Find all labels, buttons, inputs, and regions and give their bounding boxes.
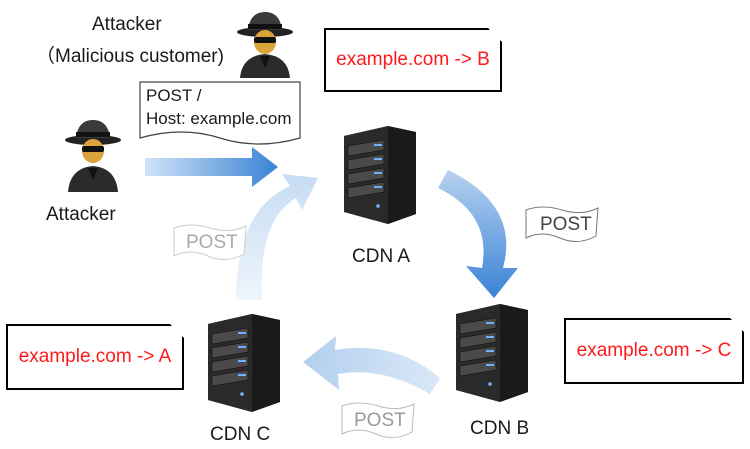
arrow-c-to-a: [236, 174, 318, 300]
cdn-b-config-text: example.com -> C: [576, 340, 732, 361]
post-flag-c-to-a-label: POST: [186, 232, 238, 253]
attacker-top-icon: [237, 12, 293, 78]
post-flag-b-to-c-icon: [341, 402, 415, 438]
attacker-left-label: Attacker: [46, 204, 116, 225]
attack-arrow: [145, 147, 278, 187]
post-flag-c-to-a-icon: [173, 224, 247, 260]
cdn-c-server-icon: [208, 314, 280, 412]
arrow-a-to-b: [438, 170, 518, 298]
post-flag-b-to-c-label: POST: [354, 410, 406, 431]
arrow-b-to-c: [303, 336, 440, 394]
cdn-a-label: CDN A: [352, 246, 411, 267]
attacker-left-icon: [65, 120, 121, 192]
cdn-b-label: CDN B: [470, 418, 530, 439]
request-line-2: Host: example.com: [146, 109, 292, 128]
attacker-top-role: （Malicious customer): [36, 46, 224, 67]
request-document-icon: [139, 81, 301, 145]
cdn-c-config-note: example.com -> A: [6, 324, 184, 390]
request-line-1: POST /: [146, 86, 202, 105]
cdn-c-config-text: example.com -> A: [18, 346, 172, 367]
cdn-a-config-note: example.com -> B: [324, 28, 502, 92]
cdn-a-server-icon: [344, 126, 416, 224]
cdn-a-config-text: example.com -> B: [336, 49, 490, 70]
post-flag-a-to-b-icon: [525, 206, 599, 242]
cdn-b-server-icon: [456, 304, 528, 402]
post-flag-a-to-b-label: POST: [540, 214, 592, 235]
attacker-top-label: Attacker: [92, 14, 162, 35]
cdn-b-config-note: example.com -> C: [564, 318, 744, 384]
cdn-c-label: CDN C: [210, 424, 271, 445]
